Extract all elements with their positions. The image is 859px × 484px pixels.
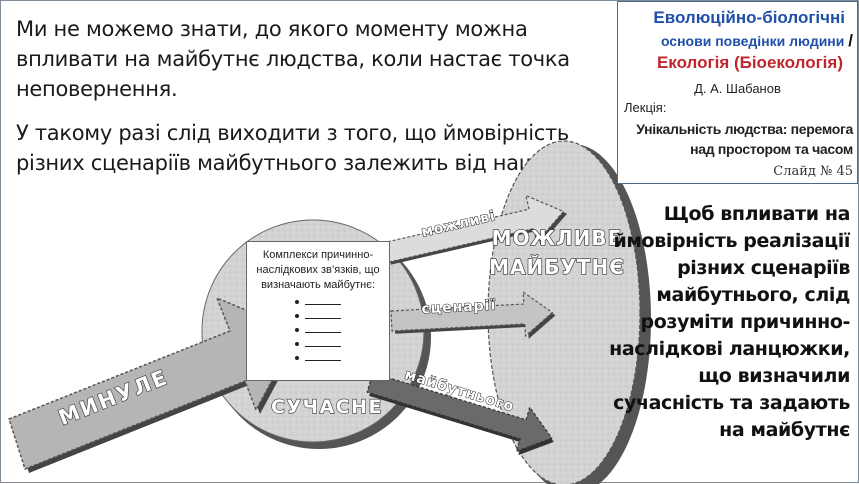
lecture-info-box: Еволюційно-біологічні основи поведінки л… — [617, 1, 858, 184]
card-bullet — [247, 309, 389, 323]
intro-text: Ми не можемо знати, до якого моменту мож… — [16, 14, 616, 192]
future-label-line1: МОЖЛИВЕ — [492, 226, 623, 250]
slide-number: Слайд № 45 — [773, 164, 853, 179]
lecture-topic: Унікальність людства: перемога над прост… — [636, 121, 853, 157]
title-slash: / — [848, 31, 853, 50]
course-title-ecology: Екологія (Біоекологія) — [656, 53, 843, 72]
scenario-arrow-upper: можливі — [382, 194, 568, 265]
card-bullet — [247, 295, 389, 309]
conclusion-text: Щоб впливати на ймовірність реалізації р… — [609, 203, 850, 441]
present-label: СУЧАСНЕ — [271, 396, 383, 418]
arrow-middle-label: сценарії — [421, 297, 497, 317]
card-bullet — [247, 337, 389, 351]
intro-paragraph-2: У такому разі слід виходити з того, що й… — [16, 121, 609, 175]
intro-paragraph-1: Ми не можемо знати, до якого моменту мож… — [16, 17, 570, 101]
course-title-line1: Еволюційно-біологічні — [653, 8, 845, 27]
causal-complexes-card: Комплекси причинно-наслідкових зв’язків,… — [246, 241, 390, 381]
course-title-line2-text: основи поведінки людини — [660, 33, 845, 49]
card-bullet-list — [247, 295, 389, 365]
future-label-line2: МАЙБУТНЄ — [489, 255, 625, 279]
card-bullet — [247, 351, 389, 365]
author-name: Д. А. Шабанов — [694, 81, 781, 96]
lecture-label: Лекція: — [624, 100, 667, 115]
course-title-line2: основи поведінки людини / — [661, 31, 853, 51]
card-text: Комплекси причинно-наслідкових зв’язків,… — [256, 249, 380, 291]
card-bullet — [247, 323, 389, 337]
scenario-arrow-middle: сценарії — [390, 290, 556, 339]
